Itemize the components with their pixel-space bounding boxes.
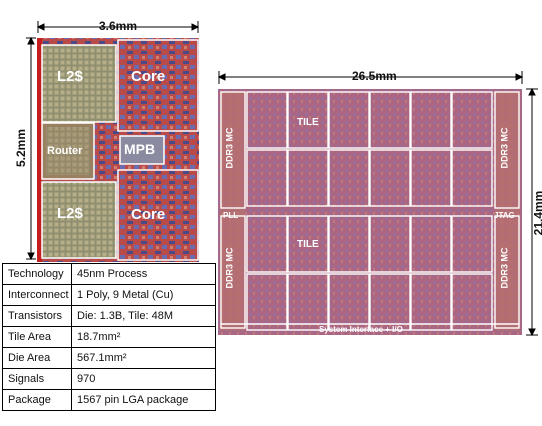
spec-key: Die Area bbox=[2, 347, 72, 369]
spec-value: 567.1mm² bbox=[71, 347, 216, 369]
die-tile-cell bbox=[410, 215, 452, 273]
die-tile-label-bottom: TILE bbox=[297, 239, 319, 250]
spec-key: Interconnect bbox=[2, 284, 72, 306]
ddr3-mc-right-top-label: DDR3 MC bbox=[499, 127, 510, 169]
mpb-block bbox=[120, 136, 164, 164]
mpb-label: MPB bbox=[124, 141, 156, 157]
die-tile-cell bbox=[451, 91, 493, 149]
spec-value: 45nm Process bbox=[71, 263, 216, 285]
spec-value: 18.7mm² bbox=[71, 326, 216, 348]
die-tile-cell bbox=[451, 149, 493, 207]
spec-value: 970 bbox=[71, 368, 216, 390]
spec-key: Signals bbox=[2, 368, 72, 390]
core-bottom-block bbox=[118, 170, 198, 260]
die-tile-cell bbox=[369, 273, 411, 331]
die-tile-cell bbox=[246, 91, 288, 149]
die-tile-cell bbox=[328, 215, 370, 273]
jtag-label: JTAG bbox=[494, 211, 515, 220]
die-tile-cell bbox=[287, 273, 329, 331]
die-tile-cell bbox=[287, 91, 329, 149]
ddr3-mc-right-bottom-label: DDR3 MC bbox=[499, 247, 510, 289]
die-tile-cell bbox=[246, 273, 288, 331]
die-tile-cell bbox=[287, 215, 329, 273]
die-tile-cell bbox=[287, 149, 329, 207]
tile-height-label: 5.2mm bbox=[14, 128, 29, 168]
spec-key: Tile Area bbox=[2, 326, 72, 348]
die-tile-cell bbox=[369, 91, 411, 149]
core-top-block bbox=[118, 40, 198, 130]
spec-value: Die: 1.3B, Tile: 48M bbox=[71, 305, 216, 327]
tile-height-dimension bbox=[26, 36, 36, 261]
die-tile-cell bbox=[328, 91, 370, 149]
tile-photo bbox=[37, 38, 199, 262]
core-bottom-label: Core bbox=[131, 206, 166, 223]
die-height-dimension bbox=[526, 87, 538, 337]
die-width-label: 26.5mm bbox=[352, 69, 397, 83]
die-tile-cell bbox=[246, 149, 288, 207]
die-tile-cell bbox=[369, 215, 411, 273]
tile-width-label: 3.6mm bbox=[99, 19, 138, 33]
spec-value: 1 Poly, 9 Metal (Cu) bbox=[71, 284, 216, 306]
die-height-label: 21.4mm bbox=[531, 190, 542, 236]
die-tile-cell bbox=[410, 91, 452, 149]
ddr3-mc-left-bottom-label: DDR3 MC bbox=[224, 247, 235, 289]
ddr3-mc-left-top-label: DDR3 MC bbox=[224, 127, 235, 169]
die-tile-cell bbox=[410, 149, 452, 207]
pll-label: PLL bbox=[223, 211, 239, 220]
core-top-label: Core bbox=[131, 68, 166, 85]
router-label: Router bbox=[47, 145, 83, 157]
die-tile-cell bbox=[328, 273, 370, 331]
spec-value: 1567 pin LGA package bbox=[71, 389, 216, 411]
l2-cache-top-label: L2$ bbox=[57, 68, 83, 85]
die-tile-cell bbox=[328, 149, 370, 207]
spec-key: Package bbox=[2, 389, 72, 411]
die-width-dimension bbox=[217, 71, 524, 84]
die-tile-cell bbox=[410, 273, 452, 331]
l2-cache-bottom-block bbox=[42, 182, 116, 258]
die-tile-grid bbox=[246, 91, 493, 331]
spec-key: Transistors bbox=[2, 305, 72, 327]
spec-key: Technology bbox=[2, 263, 72, 285]
die-tile-cell bbox=[246, 215, 288, 273]
l2-cache-top-block bbox=[42, 45, 116, 122]
die-tile-cell bbox=[451, 215, 493, 273]
system-interface-label: System Interface + I/O bbox=[319, 325, 403, 334]
die-tile-cell bbox=[451, 273, 493, 331]
die-tile-label-top: TILE bbox=[297, 117, 319, 128]
die-tile-cell bbox=[369, 149, 411, 207]
die-outlines bbox=[220, 91, 520, 329]
l2-cache-bottom-label: L2$ bbox=[57, 205, 83, 222]
tile-width-dimension bbox=[36, 21, 200, 33]
